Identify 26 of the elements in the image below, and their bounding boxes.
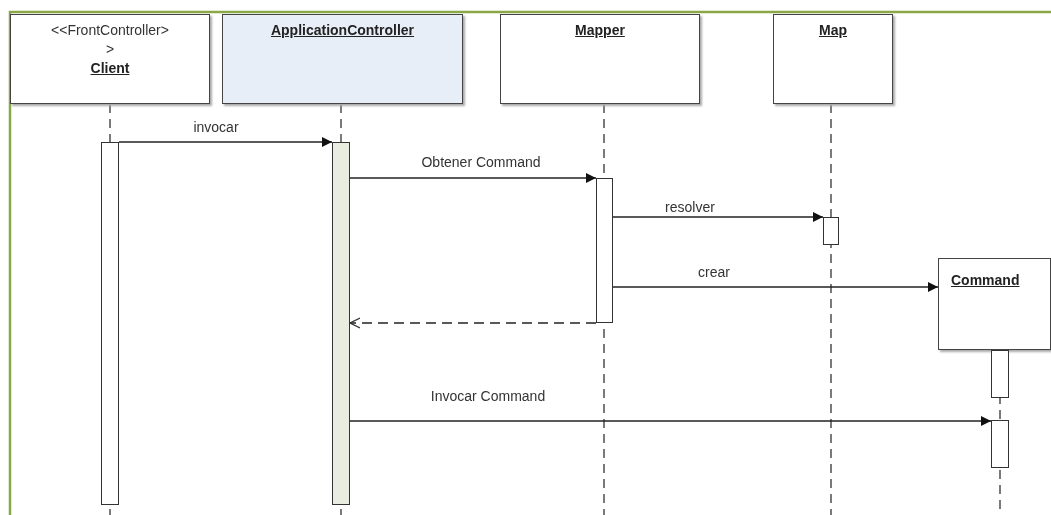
activation-bar xyxy=(991,420,1009,468)
activation-bar xyxy=(823,217,839,245)
edge-label: Obtener Command xyxy=(419,154,543,170)
message-arrow xyxy=(118,137,333,147)
lifeline-header-box xyxy=(500,14,700,104)
edge-label: resolver xyxy=(663,199,717,215)
lifeline-header-box xyxy=(773,14,893,104)
object-name: ApplicationController xyxy=(270,21,415,40)
activation-bar xyxy=(596,178,613,323)
message-arrow xyxy=(349,416,992,426)
object-name: Map xyxy=(819,21,847,40)
stereotype-label: <<FrontController> > xyxy=(51,21,169,59)
lifeline-header-box xyxy=(10,14,210,104)
edge-label: invocar xyxy=(191,119,241,135)
activation-bar xyxy=(101,142,119,505)
lifeline-header-box xyxy=(938,258,1051,350)
object-name: Mapper xyxy=(575,21,625,40)
message-arrow xyxy=(612,212,824,222)
activation-bar xyxy=(991,350,1009,398)
object-name: Client xyxy=(90,59,130,78)
lifeline-header-box xyxy=(222,14,463,104)
return-message-arrow xyxy=(349,317,597,329)
message-arrow xyxy=(349,173,597,183)
activation-bar xyxy=(332,142,350,505)
message-arrow xyxy=(612,282,939,292)
object-name: Command xyxy=(951,271,1020,290)
